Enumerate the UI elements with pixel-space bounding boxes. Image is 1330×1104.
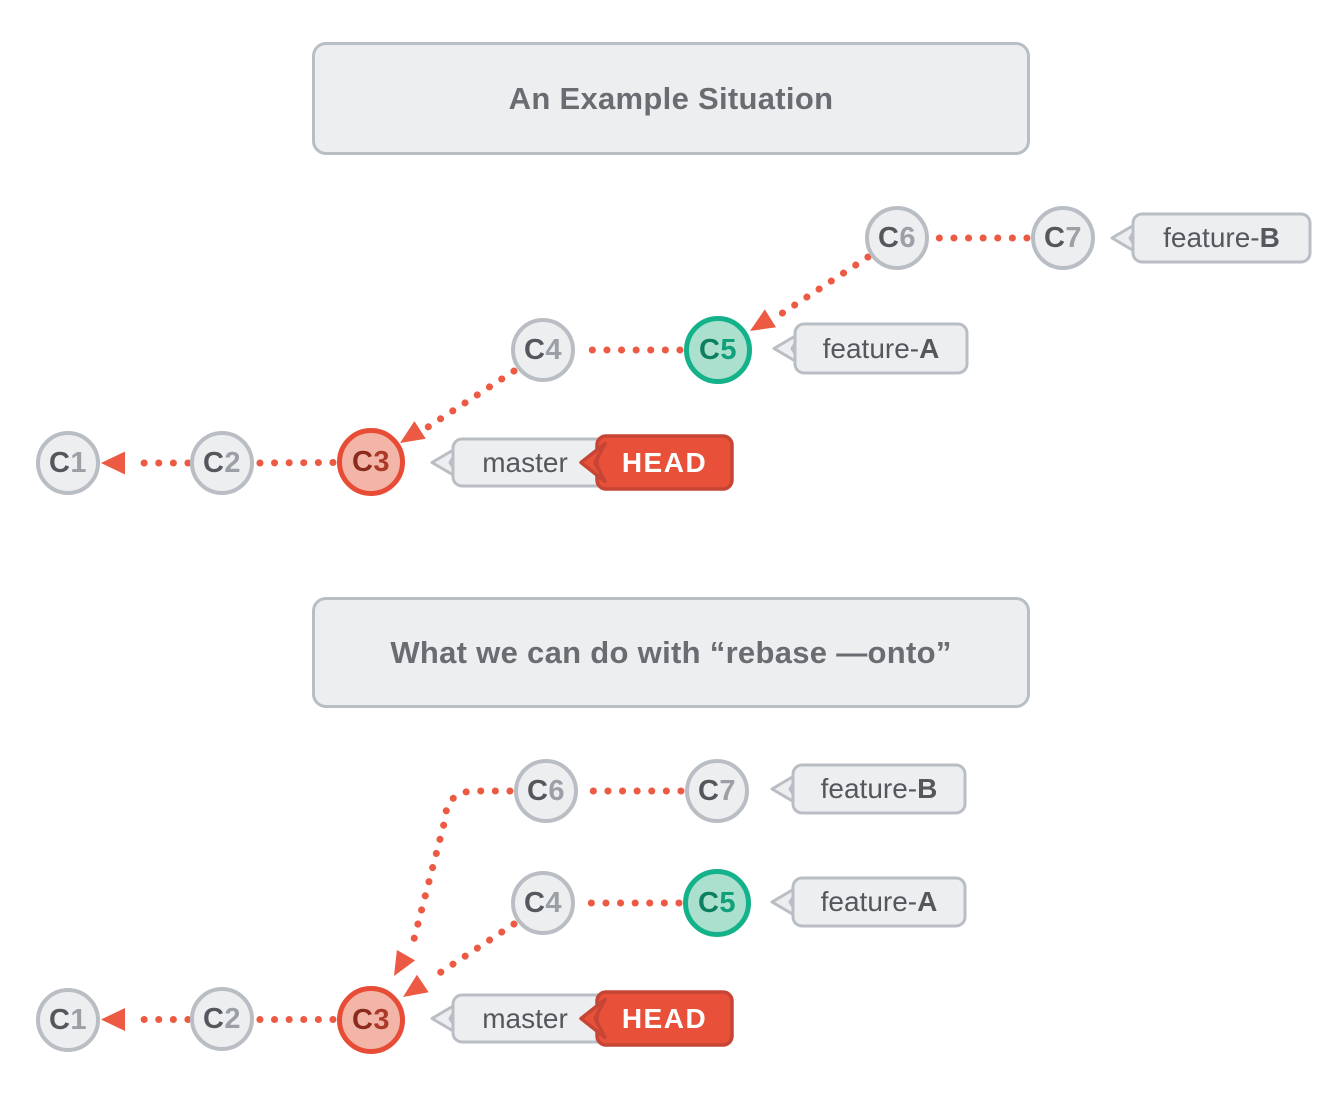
p2-head-label: HEAD xyxy=(597,992,732,1045)
p1-edge-c3-to-c2 xyxy=(254,459,337,467)
commit-number: 7 xyxy=(1065,221,1083,254)
commit-letter: C xyxy=(202,1002,225,1035)
commit-letter: C xyxy=(698,333,721,366)
p1-head-label: HEAD xyxy=(597,436,732,489)
p2-feature-b-tag-shape xyxy=(770,763,967,815)
arrowhead-icon xyxy=(400,421,426,443)
arrowhead-icon xyxy=(403,974,429,997)
p2-head-tag-shape xyxy=(579,990,734,1047)
p1-feature-a-tag-shape xyxy=(772,322,969,375)
p1-edge-c4-to-c3 xyxy=(400,367,518,443)
head-text: HEAD xyxy=(621,446,708,478)
commit-letter: C xyxy=(523,333,546,366)
arrowhead-icon xyxy=(101,451,125,475)
commit-number: 2 xyxy=(224,446,242,479)
branch-name: master xyxy=(482,446,568,478)
p1-edge-c6-to-c5 xyxy=(750,253,872,331)
commit-number: 4 xyxy=(545,886,563,919)
commit-number: 3 xyxy=(373,445,391,478)
p1-master-label: master xyxy=(455,439,595,486)
panel1-title: An Example Situation xyxy=(312,42,1030,155)
commit-letter: C xyxy=(48,1003,71,1036)
commit-number: 6 xyxy=(548,774,566,807)
panel2-title: What we can do with “rebase —onto” xyxy=(312,597,1030,708)
branch-name: master xyxy=(482,1002,568,1034)
p1-edge-c2-to-c1 xyxy=(101,451,192,475)
commit-number: 5 xyxy=(719,886,737,919)
p2-feature-a-label: feature-A xyxy=(793,878,965,926)
commit-number: 5 xyxy=(720,333,738,366)
head-text: HEAD xyxy=(621,1002,708,1034)
branch-name-emphasis: A xyxy=(917,886,938,917)
commit-letter: C xyxy=(877,221,900,254)
arrowhead-icon xyxy=(750,309,776,331)
p2-master-label: master xyxy=(455,995,595,1042)
commit-number: 3 xyxy=(373,1003,391,1036)
commit-number: 1 xyxy=(70,446,88,479)
arrowhead-icon xyxy=(101,1008,125,1031)
commit-number: 4 xyxy=(545,333,563,366)
commit-letter: C xyxy=(1043,221,1066,254)
branch-name-emphasis: B xyxy=(1259,222,1280,253)
branch-name-emphasis: A xyxy=(919,332,940,364)
commit-letter: C xyxy=(351,1003,374,1036)
arrowhead-icon xyxy=(394,950,416,976)
branch-name: feature- xyxy=(820,773,918,804)
p1-feature-b-label: feature-B xyxy=(1133,214,1310,262)
p1-head-tag-shape xyxy=(579,434,734,491)
commit-letter: C xyxy=(523,886,546,919)
p2-edge-c6-to-c3 xyxy=(394,787,514,976)
p2-feature-a-tag-shape xyxy=(770,876,967,928)
commit-letter: C xyxy=(526,774,549,807)
branch-name: feature- xyxy=(822,332,920,364)
branch-name: feature- xyxy=(820,886,918,917)
commit-letter: C xyxy=(202,446,225,479)
commit-letter: C xyxy=(351,445,374,478)
commit-number: 7 xyxy=(719,774,737,807)
p2-feature-b-label: feature-B xyxy=(793,765,965,813)
p2-edge-c2-to-c1 xyxy=(101,1008,192,1031)
p1-feature-b-tag-shape xyxy=(1110,212,1312,264)
commit-letter: C xyxy=(48,446,71,479)
commit-letter: C xyxy=(697,886,720,919)
commit-number: 2 xyxy=(224,1002,242,1035)
branch-name: feature- xyxy=(1163,222,1260,253)
commit-number: 6 xyxy=(899,221,917,254)
p2-edge-c4-to-c3 xyxy=(403,920,518,997)
commit-number: 1 xyxy=(70,1003,88,1036)
commit-letter: C xyxy=(697,774,720,807)
branch-name-emphasis: B xyxy=(917,773,938,804)
p1-feature-a-label: feature-A xyxy=(795,324,967,373)
